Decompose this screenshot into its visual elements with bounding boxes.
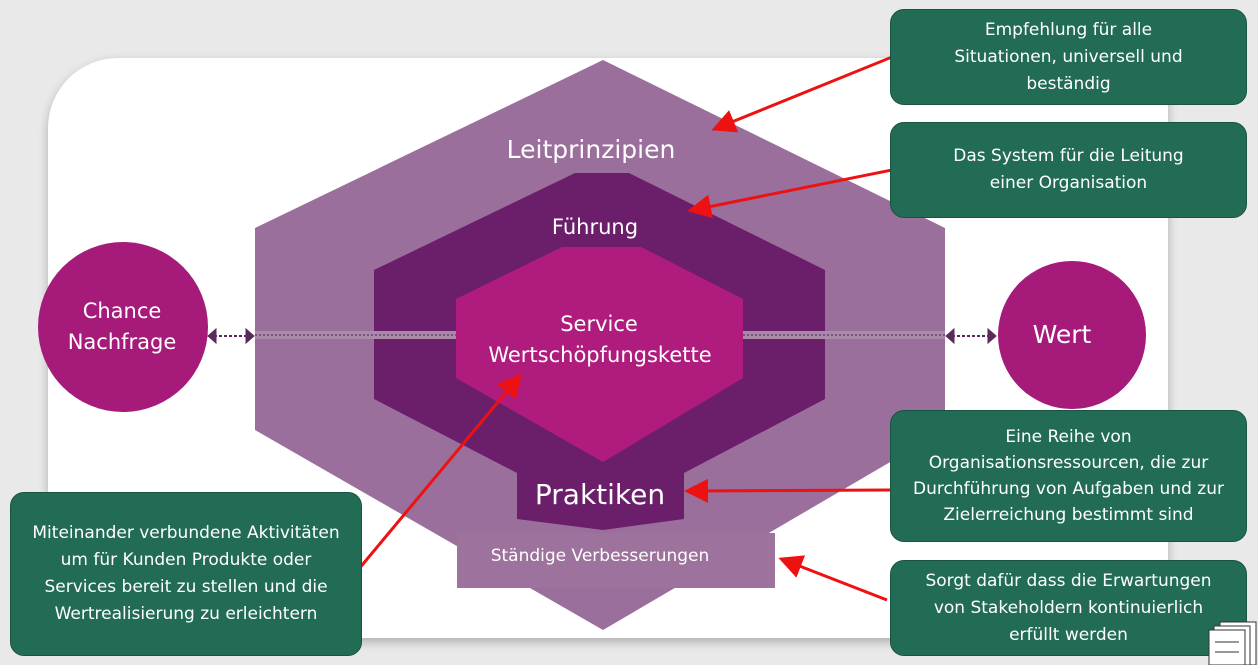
wertschoepfungskette-label: Wertschöpfungskette bbox=[488, 343, 711, 367]
value-circle bbox=[998, 261, 1146, 409]
callout-leitprinzipien: Empfehlung für alle Situationen, univers… bbox=[890, 9, 1247, 105]
praktiken-label: Praktiken bbox=[535, 478, 665, 511]
callout-wertschoepfung: Miteinander verbundene Aktivitäten um fü… bbox=[10, 492, 362, 656]
arrow-wertschoepfung bbox=[356, 373, 522, 571]
callout-praktiken: Eine Reihe von Organisationsressourcen, … bbox=[890, 410, 1247, 542]
left-connector bbox=[207, 327, 255, 345]
leitprinzipien-label: Leitprinzipien bbox=[507, 135, 676, 164]
callout-fuehrung: Das System für die Leitung einer Organis… bbox=[890, 122, 1247, 218]
continual-improvement-box bbox=[457, 533, 775, 588]
arrow-leitprinzipien bbox=[711, 55, 893, 133]
arrow-fuehrung bbox=[687, 168, 893, 219]
right-connector bbox=[945, 327, 997, 345]
opportunity-demand-circle bbox=[38, 242, 208, 412]
wert-label: Wert bbox=[1033, 320, 1092, 349]
service-label: Service bbox=[560, 312, 638, 336]
arrow-verbesserungen bbox=[778, 555, 888, 602]
fuehrung-label: Führung bbox=[552, 215, 638, 239]
nachfrage-label: Nachfrage bbox=[68, 330, 177, 354]
document-stack-icon[interactable] bbox=[1208, 620, 1258, 665]
chance-label: Chance bbox=[83, 299, 162, 323]
callout-verbesserungen: Sorgt dafür dass die Erwartungen von Sta… bbox=[890, 560, 1247, 656]
verbesserungen-label: Ständige Verbesserungen bbox=[491, 546, 710, 566]
service-value-chain-hexagon bbox=[456, 247, 743, 462]
arrow-praktiken bbox=[684, 478, 893, 503]
